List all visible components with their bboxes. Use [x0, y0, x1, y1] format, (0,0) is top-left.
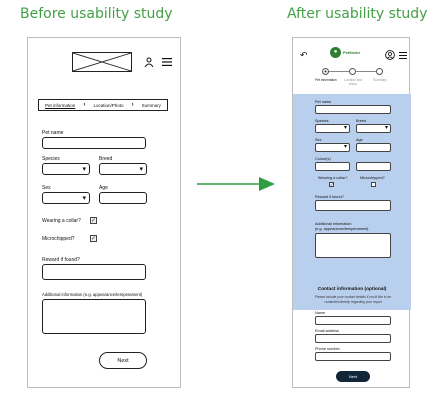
additional-info-textarea[interactable]	[42, 299, 146, 334]
microchipped-label: Microchipped?	[360, 176, 385, 180]
after-mockup: ↶ ● Petfinder Pet information Location a…	[292, 37, 411, 388]
age-input[interactable]	[356, 143, 391, 152]
reward-input[interactable]	[315, 200, 391, 211]
contact-phone-input[interactable]	[315, 352, 391, 361]
species-label: Species	[315, 119, 329, 123]
breed-select[interactable]	[99, 163, 147, 175]
step-3-dot[interactable]	[376, 68, 383, 75]
reward-label: Reward if found?	[42, 257, 80, 263]
reward-label: Reward if found?	[315, 195, 344, 199]
step-2-dot[interactable]	[349, 68, 356, 75]
logo: ● Petfinder	[330, 47, 360, 58]
sex-select[interactable]	[42, 192, 90, 204]
pet-name-label: Pet name	[315, 100, 332, 104]
collar-checkbox[interactable]: ✓	[90, 217, 97, 224]
step-1-dot[interactable]	[322, 68, 329, 75]
microchipped-label: Microchipped?	[42, 236, 75, 242]
step-3-label: Summary	[373, 78, 387, 82]
logo-text: Petfinder	[343, 50, 361, 55]
contact-email-input[interactable]	[315, 334, 391, 343]
pet-name-input[interactable]	[42, 137, 146, 149]
contact-email-label: Email address	[315, 329, 340, 333]
additional-info-textarea[interactable]	[315, 233, 391, 258]
image-placeholder	[72, 52, 132, 72]
breadcrumb: Pet information › Location/Photo › Summa…	[38, 99, 168, 111]
additional-info-hint: (e.g. appearance/temperament)	[315, 227, 369, 231]
colours-label: Colour(s)	[315, 157, 331, 161]
contact-phone-label: Phone number	[315, 347, 340, 351]
after-heading: After usability study	[287, 6, 428, 22]
sex-select[interactable]	[315, 143, 350, 152]
before-wireframe: Pet information › Location/Photo › Summa…	[27, 37, 181, 388]
sex-label: Sex	[315, 138, 322, 142]
contact-name-input[interactable]	[315, 316, 391, 325]
breed-label: Breed	[356, 119, 367, 123]
microchipped-checkbox[interactable]: ✓	[90, 235, 97, 242]
age-input[interactable]	[99, 192, 147, 204]
next-button[interactable]: Next	[99, 352, 147, 369]
user-icon[interactable]	[385, 50, 395, 60]
chevron-right-icon: ›	[83, 102, 86, 108]
colours-input[interactable]	[315, 162, 350, 171]
microchipped-checkbox[interactable]	[371, 182, 376, 187]
additional-info-label: Additional information (e.g. appearance/…	[42, 292, 143, 297]
collar-label: Wearing a collar?	[318, 176, 348, 180]
user-icon[interactable]	[144, 57, 154, 67]
step-1-label: Pet information	[315, 78, 337, 82]
step-2-label: Location and photo	[343, 78, 363, 86]
next-button[interactable]: Next	[336, 371, 370, 382]
species-label: Species	[42, 156, 60, 162]
breadcrumb-location[interactable]: Location/Photo	[93, 102, 124, 108]
chevron-right-icon: ›	[131, 102, 134, 108]
age-label: Age	[99, 185, 108, 191]
pet-info-section: Pet name Species Breed Sex Age Colour(s)…	[293, 94, 411, 310]
contact-title: Contact information (optional)	[317, 287, 387, 292]
breadcrumb-summary[interactable]: Summary	[141, 102, 161, 108]
progress-stepper: Pet information Location and photo Summa…	[315, 66, 391, 96]
contact-name-label: Name	[315, 311, 326, 315]
collar-label: Wearing a collar?	[42, 218, 81, 224]
collar-checkbox[interactable]: ✓	[329, 182, 334, 187]
breed-label: Breed	[99, 156, 113, 162]
age-label: Age	[356, 138, 363, 142]
species-select[interactable]	[42, 163, 90, 175]
breed-select[interactable]	[356, 124, 391, 133]
arrow-right-icon	[197, 177, 275, 191]
back-arrow-icon[interactable]: ↶	[300, 50, 308, 60]
additional-info-label: Additional information	[315, 222, 352, 226]
menu-icon[interactable]	[162, 58, 172, 66]
sex-label: Sex	[42, 185, 51, 191]
menu-icon[interactable]	[399, 52, 407, 59]
colours-input-2[interactable]	[356, 162, 391, 171]
before-heading: Before usability study	[20, 6, 173, 22]
species-select[interactable]	[315, 124, 350, 133]
breadcrumb-pet-info[interactable]: Pet information	[45, 102, 76, 108]
pet-name-input[interactable]	[315, 105, 391, 114]
reward-input[interactable]	[42, 264, 146, 280]
paw-icon: ●	[330, 47, 341, 58]
pet-name-label: Pet name	[42, 130, 64, 136]
contact-subtitle: Please include your contact details if y…	[314, 295, 392, 304]
